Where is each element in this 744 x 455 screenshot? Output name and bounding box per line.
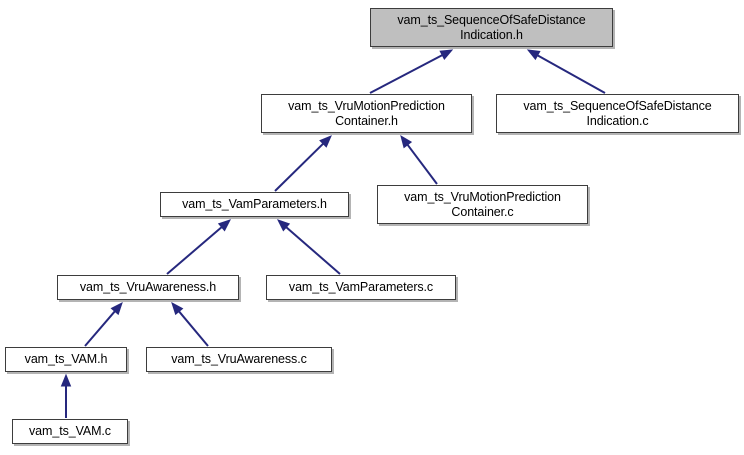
edge-vru_awareness_c-to-vru_awareness_h bbox=[171, 301, 209, 347]
node-label: vam_ts_VAM.h bbox=[24, 352, 108, 366]
node-label: vam_ts_VruMotionPrediction Container.h bbox=[288, 98, 445, 128]
node-label: vam_ts_VamParameters.c bbox=[288, 280, 434, 294]
node-seq_safe_dist_h[interactable]: vam_ts_SequenceOfSafeDistance Indication… bbox=[370, 8, 613, 47]
node-vru_awareness_c[interactable]: vam_ts_VruAwareness.c bbox=[146, 347, 332, 372]
edge-vru_motion_pred_c-to-vru_motion_pred_h bbox=[400, 134, 438, 185]
edge-line bbox=[285, 226, 341, 275]
node-vru_motion_pred_c[interactable]: vam_ts_VruMotionPrediction Container.c bbox=[377, 185, 588, 224]
edge-arrowhead bbox=[400, 134, 413, 149]
edge-vam_h-to-vru_awareness_h bbox=[84, 301, 123, 347]
edge-vam_parameters_c-to-vam_parameters_h bbox=[277, 219, 341, 275]
node-label: vam_ts_VruAwareness.c bbox=[171, 352, 307, 366]
node-vam_h[interactable]: vam_ts_VAM.h bbox=[5, 347, 127, 372]
edge-seq_safe_dist_c-to-seq_safe_dist_h bbox=[526, 49, 606, 94]
edge-line bbox=[166, 226, 223, 275]
node-vam_c[interactable]: vam_ts_VAM.c bbox=[12, 419, 128, 444]
node-vru_awareness_h[interactable]: vam_ts_VruAwareness.h bbox=[57, 275, 239, 300]
edge-line bbox=[406, 144, 438, 185]
node-label: vam_ts_SequenceOfSafeDistance Indication… bbox=[397, 12, 586, 42]
edge-vam_parameters_h-to-vru_motion_pred_h bbox=[274, 135, 332, 192]
edge-arrowhead bbox=[277, 219, 291, 232]
node-vru_motion_pred_h[interactable]: vam_ts_VruMotionPrediction Container.h bbox=[261, 94, 472, 133]
node-label: vam_ts_VruAwareness.h bbox=[79, 280, 217, 294]
edge-line bbox=[178, 310, 209, 347]
edge-line bbox=[369, 54, 443, 94]
node-label: vam_ts_VamParameters.h bbox=[182, 197, 327, 211]
edge-line bbox=[274, 142, 324, 192]
node-vam_parameters_h[interactable]: vam_ts_VamParameters.h bbox=[160, 192, 349, 217]
node-label: vam_ts_SequenceOfSafeDistance Indication… bbox=[523, 98, 712, 128]
edge-vru_motion_pred_h-to-seq_safe_dist_h bbox=[369, 49, 454, 94]
edge-arrowhead bbox=[60, 373, 72, 387]
edge-vam_c-to-vam_h bbox=[60, 373, 72, 418]
node-label: vam_ts_VAM.c bbox=[29, 424, 111, 438]
node-seq_safe_dist_c[interactable]: vam_ts_SequenceOfSafeDistance Indication… bbox=[496, 94, 739, 133]
edge-arrowhead bbox=[439, 49, 454, 60]
edge-arrowhead bbox=[110, 301, 123, 316]
edge-line bbox=[537, 54, 606, 94]
node-label: vam_ts_VruMotionPrediction Container.c bbox=[404, 189, 561, 219]
node-vam_parameters_c[interactable]: vam_ts_VamParameters.c bbox=[266, 275, 456, 300]
edge-arrowhead bbox=[319, 135, 332, 148]
edge-vru_awareness_h-to-vam_parameters_h bbox=[166, 219, 232, 275]
edge-arrowhead bbox=[217, 219, 232, 232]
edge-arrowhead bbox=[171, 301, 184, 316]
edge-arrowhead bbox=[526, 49, 541, 61]
edge-line bbox=[84, 310, 116, 347]
